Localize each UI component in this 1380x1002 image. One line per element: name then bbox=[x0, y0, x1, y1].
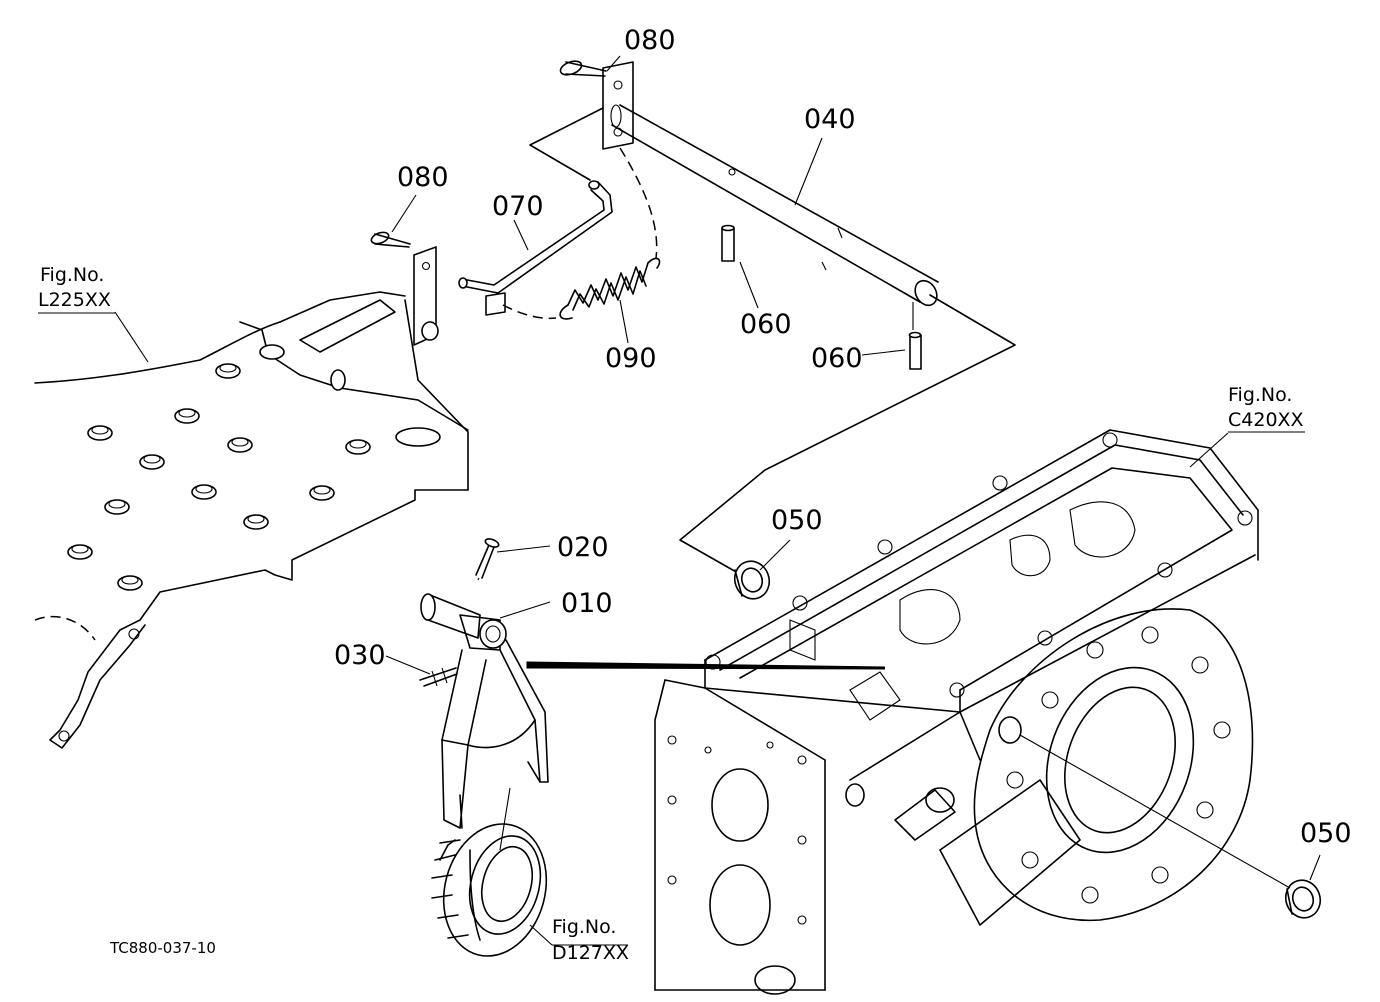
pin-060-right bbox=[908, 302, 922, 370]
fork-010 bbox=[420, 593, 549, 829]
label-050-right: 050 bbox=[1300, 818, 1352, 849]
leader-040 bbox=[794, 137, 823, 206]
leader-090 bbox=[619, 299, 629, 344]
spring-pin-030 bbox=[419, 667, 458, 687]
seal-050-right bbox=[1284, 879, 1322, 919]
label-040: 040 bbox=[804, 104, 856, 135]
assembly-leader-right bbox=[679, 294, 1016, 574]
label-080-top: 080 bbox=[624, 25, 676, 56]
label-050-top: 050 bbox=[771, 505, 823, 536]
leader-c420 bbox=[1189, 432, 1229, 468]
spring-090 bbox=[559, 257, 661, 320]
figref-c420-line1: Fig.No. bbox=[1228, 384, 1293, 406]
rod-070 bbox=[458, 180, 613, 316]
figref-c420-line2: C420XX bbox=[1228, 409, 1304, 431]
bearing-d127 bbox=[431, 823, 548, 957]
label-060-middle: 060 bbox=[740, 309, 792, 340]
figref-d127-line1: Fig.No. bbox=[552, 916, 617, 938]
seal-050-top bbox=[733, 560, 771, 600]
leader-020 bbox=[496, 545, 551, 553]
spring-hook-arc-bottom bbox=[502, 304, 557, 320]
leader-030 bbox=[385, 655, 431, 675]
leader-080-left bbox=[391, 194, 417, 233]
axis-line-050-right bbox=[1019, 734, 1291, 889]
leader-050-right bbox=[1309, 854, 1321, 881]
figref-d127-line2: D127XX bbox=[552, 942, 629, 964]
spring-hook-arc-top bbox=[619, 147, 658, 259]
figref-l225-line2: L225XX bbox=[38, 289, 111, 311]
label-070: 070 bbox=[492, 191, 544, 222]
pin-020 bbox=[475, 538, 500, 581]
assembly-leader-top bbox=[529, 107, 604, 181]
pin-060-middle bbox=[721, 224, 735, 262]
label-030: 030 bbox=[334, 640, 386, 671]
leader-070 bbox=[513, 219, 529, 251]
figref-l225-line1: Fig.No. bbox=[40, 264, 105, 286]
leader-050-top bbox=[759, 539, 791, 571]
leader-010 bbox=[499, 601, 551, 619]
label-090: 090 bbox=[605, 343, 657, 374]
fork-to-housing-line bbox=[526, 661, 886, 670]
plate-l225 bbox=[34, 291, 469, 749]
cotter-pin-080-left bbox=[370, 231, 439, 346]
drawing-code: TC880-037-10 bbox=[110, 939, 216, 957]
leader-060-mid bbox=[739, 261, 759, 309]
label-080-left: 080 bbox=[397, 162, 449, 193]
leader-l225 bbox=[114, 311, 149, 363]
cotter-pin-080-top bbox=[559, 55, 621, 77]
housing-c420 bbox=[654, 429, 1259, 995]
leader-060-right bbox=[861, 349, 906, 356]
leader-d127 bbox=[529, 924, 553, 946]
shaft-040 bbox=[602, 61, 939, 307]
label-060-right: 060 bbox=[811, 343, 863, 374]
axis-line-bearing bbox=[499, 787, 511, 851]
label-020: 020 bbox=[557, 532, 609, 563]
label-010: 010 bbox=[561, 588, 613, 619]
